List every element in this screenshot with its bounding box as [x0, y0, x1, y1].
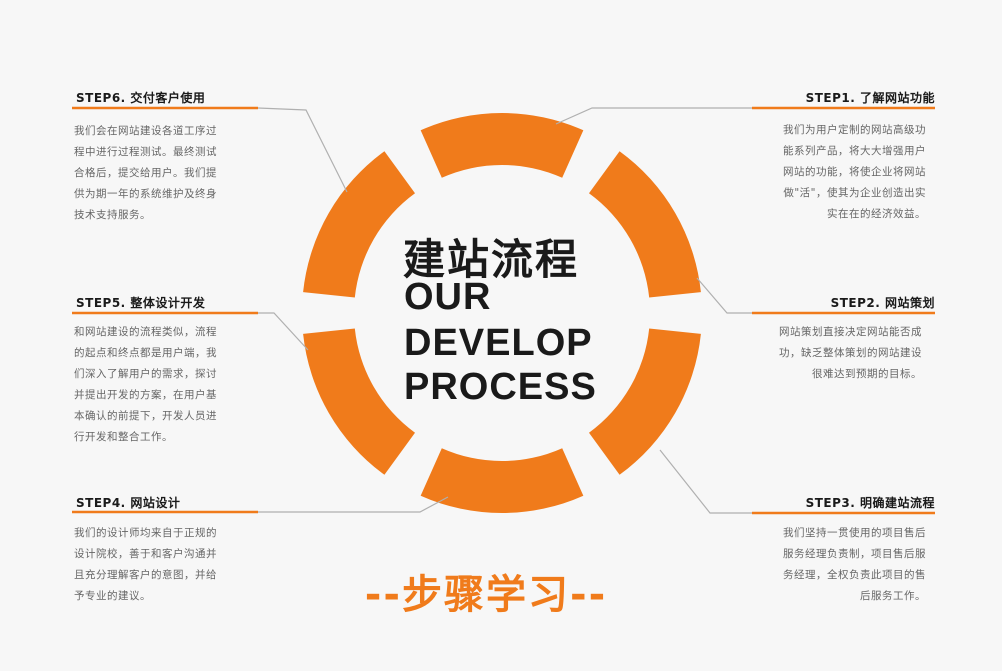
- center-title-en-line1: OUR: [404, 276, 492, 318]
- step6-body-line: 我们会在网站建设各道工序过: [74, 125, 217, 137]
- step5-body-line: 本确认的前提下，开发人员进: [74, 410, 217, 422]
- step5-body-line: 的起点和终点都是用户端，我: [74, 347, 217, 359]
- step3-body-line: 我们坚持一贯使用的项目售后: [783, 527, 926, 539]
- footer-study-steps: --步骤学习--: [364, 572, 608, 618]
- step4-body-line: 我们的设计师均来自于正规的: [74, 527, 217, 539]
- step2-body-line: 很难达到预期的目标。: [812, 368, 922, 380]
- step3-title: STEP3. 明确建站流程: [805, 496, 935, 510]
- step5-body: 和网站建设的流程类似，流程 的起点和终点都是用户端，我 们深入了解用户的需求，探…: [74, 322, 217, 448]
- center-title-en-line2: DEVELOP: [404, 322, 593, 364]
- ring-segment-lower-left: [303, 328, 416, 475]
- ring-segment-bottom: [420, 448, 584, 513]
- center-title-en-line3: PROCESS: [404, 366, 597, 408]
- step4-body-line: 予专业的建议。: [74, 590, 151, 602]
- step4-title: STEP4. 网站设计: [76, 496, 181, 510]
- step6-title: STEP6. 交付客户使用: [76, 91, 206, 105]
- step6-body-line: 供为期一年的系统维护及终身: [74, 188, 217, 200]
- step1-body: 我们为用户定制的网站高级功 能系列产品，将大大增强用户 网站的功能，将使企业将网…: [783, 120, 926, 225]
- step1-body-line: 能系列产品，将大大增强用户: [783, 145, 926, 157]
- step4-body-line: 设计院校，善于和客户沟通并: [74, 548, 217, 560]
- step5-body-line: 并提出开发的方案，在用户基: [74, 389, 217, 401]
- step3-body: 我们坚持一贯使用的项目售后 服务经理负责制，项目售后服 务经理，全权负责此项目的…: [783, 523, 926, 607]
- step5-body-line: 行开发和整合工作。: [74, 431, 173, 443]
- step1-title: STEP1. 了解网站功能: [805, 91, 935, 105]
- step1-body-line: 实在在的经济效益。: [827, 208, 926, 220]
- step6-body: 我们会在网站建设各道工序过 程中进行过程测试。最终测试 合格后，提交给用户。我们…: [74, 121, 217, 226]
- step5-body-line: 们深入了解用户的需求，探讨: [74, 368, 217, 380]
- step2-body: 网站策划直接决定网站能否成 功，缺乏整体策划的网站建设 很难达到预期的目标。: [779, 322, 922, 385]
- step4-body: 我们的设计师均来自于正规的 设计院校，善于和客户沟通并 且充分理解客户的意图，并…: [74, 523, 217, 607]
- step6-body-line: 合格后，提交给用户。我们提: [74, 167, 217, 179]
- step2-body-line: 功，缺乏整体策划的网站建设: [779, 347, 922, 359]
- step3-body-line: 服务经理负责制，项目售后服: [783, 548, 926, 560]
- step1-body-line: 网站的功能，将使企业将网站: [783, 166, 926, 178]
- ring-segment-top: [420, 113, 584, 178]
- ring-segment-upper-right: [588, 151, 701, 298]
- connector-lines: [72, 106, 935, 515]
- step5-body-line: 和网站建设的流程类似，流程: [74, 326, 217, 338]
- ring-segment-lower-right: [588, 328, 701, 475]
- step6-body-line: 程中进行过程测试。最终测试: [74, 146, 217, 158]
- step3-body-line: 后服务工作。: [860, 590, 926, 602]
- step2-title: STEP2. 网站策划: [830, 296, 935, 310]
- step6-body-line: 技术支持服务。: [74, 209, 151, 221]
- step2-body-line: 网站策划直接决定网站能否成: [779, 326, 922, 338]
- center-title-cn: 建站流程: [403, 235, 580, 284]
- ring-segment-upper-left: [303, 151, 416, 298]
- step3-body-line: 务经理，全权负责此项目的售: [783, 569, 926, 581]
- step1-body-line: 做"活"，使其为企业创造出实: [783, 187, 926, 199]
- step4-body-line: 且充分理解客户的意图，并给: [74, 569, 217, 581]
- step1-body-line: 我们为用户定制的网站高级功: [783, 124, 926, 136]
- step5-title: STEP5. 整体设计开发: [76, 296, 206, 310]
- process-ring: [303, 113, 701, 513]
